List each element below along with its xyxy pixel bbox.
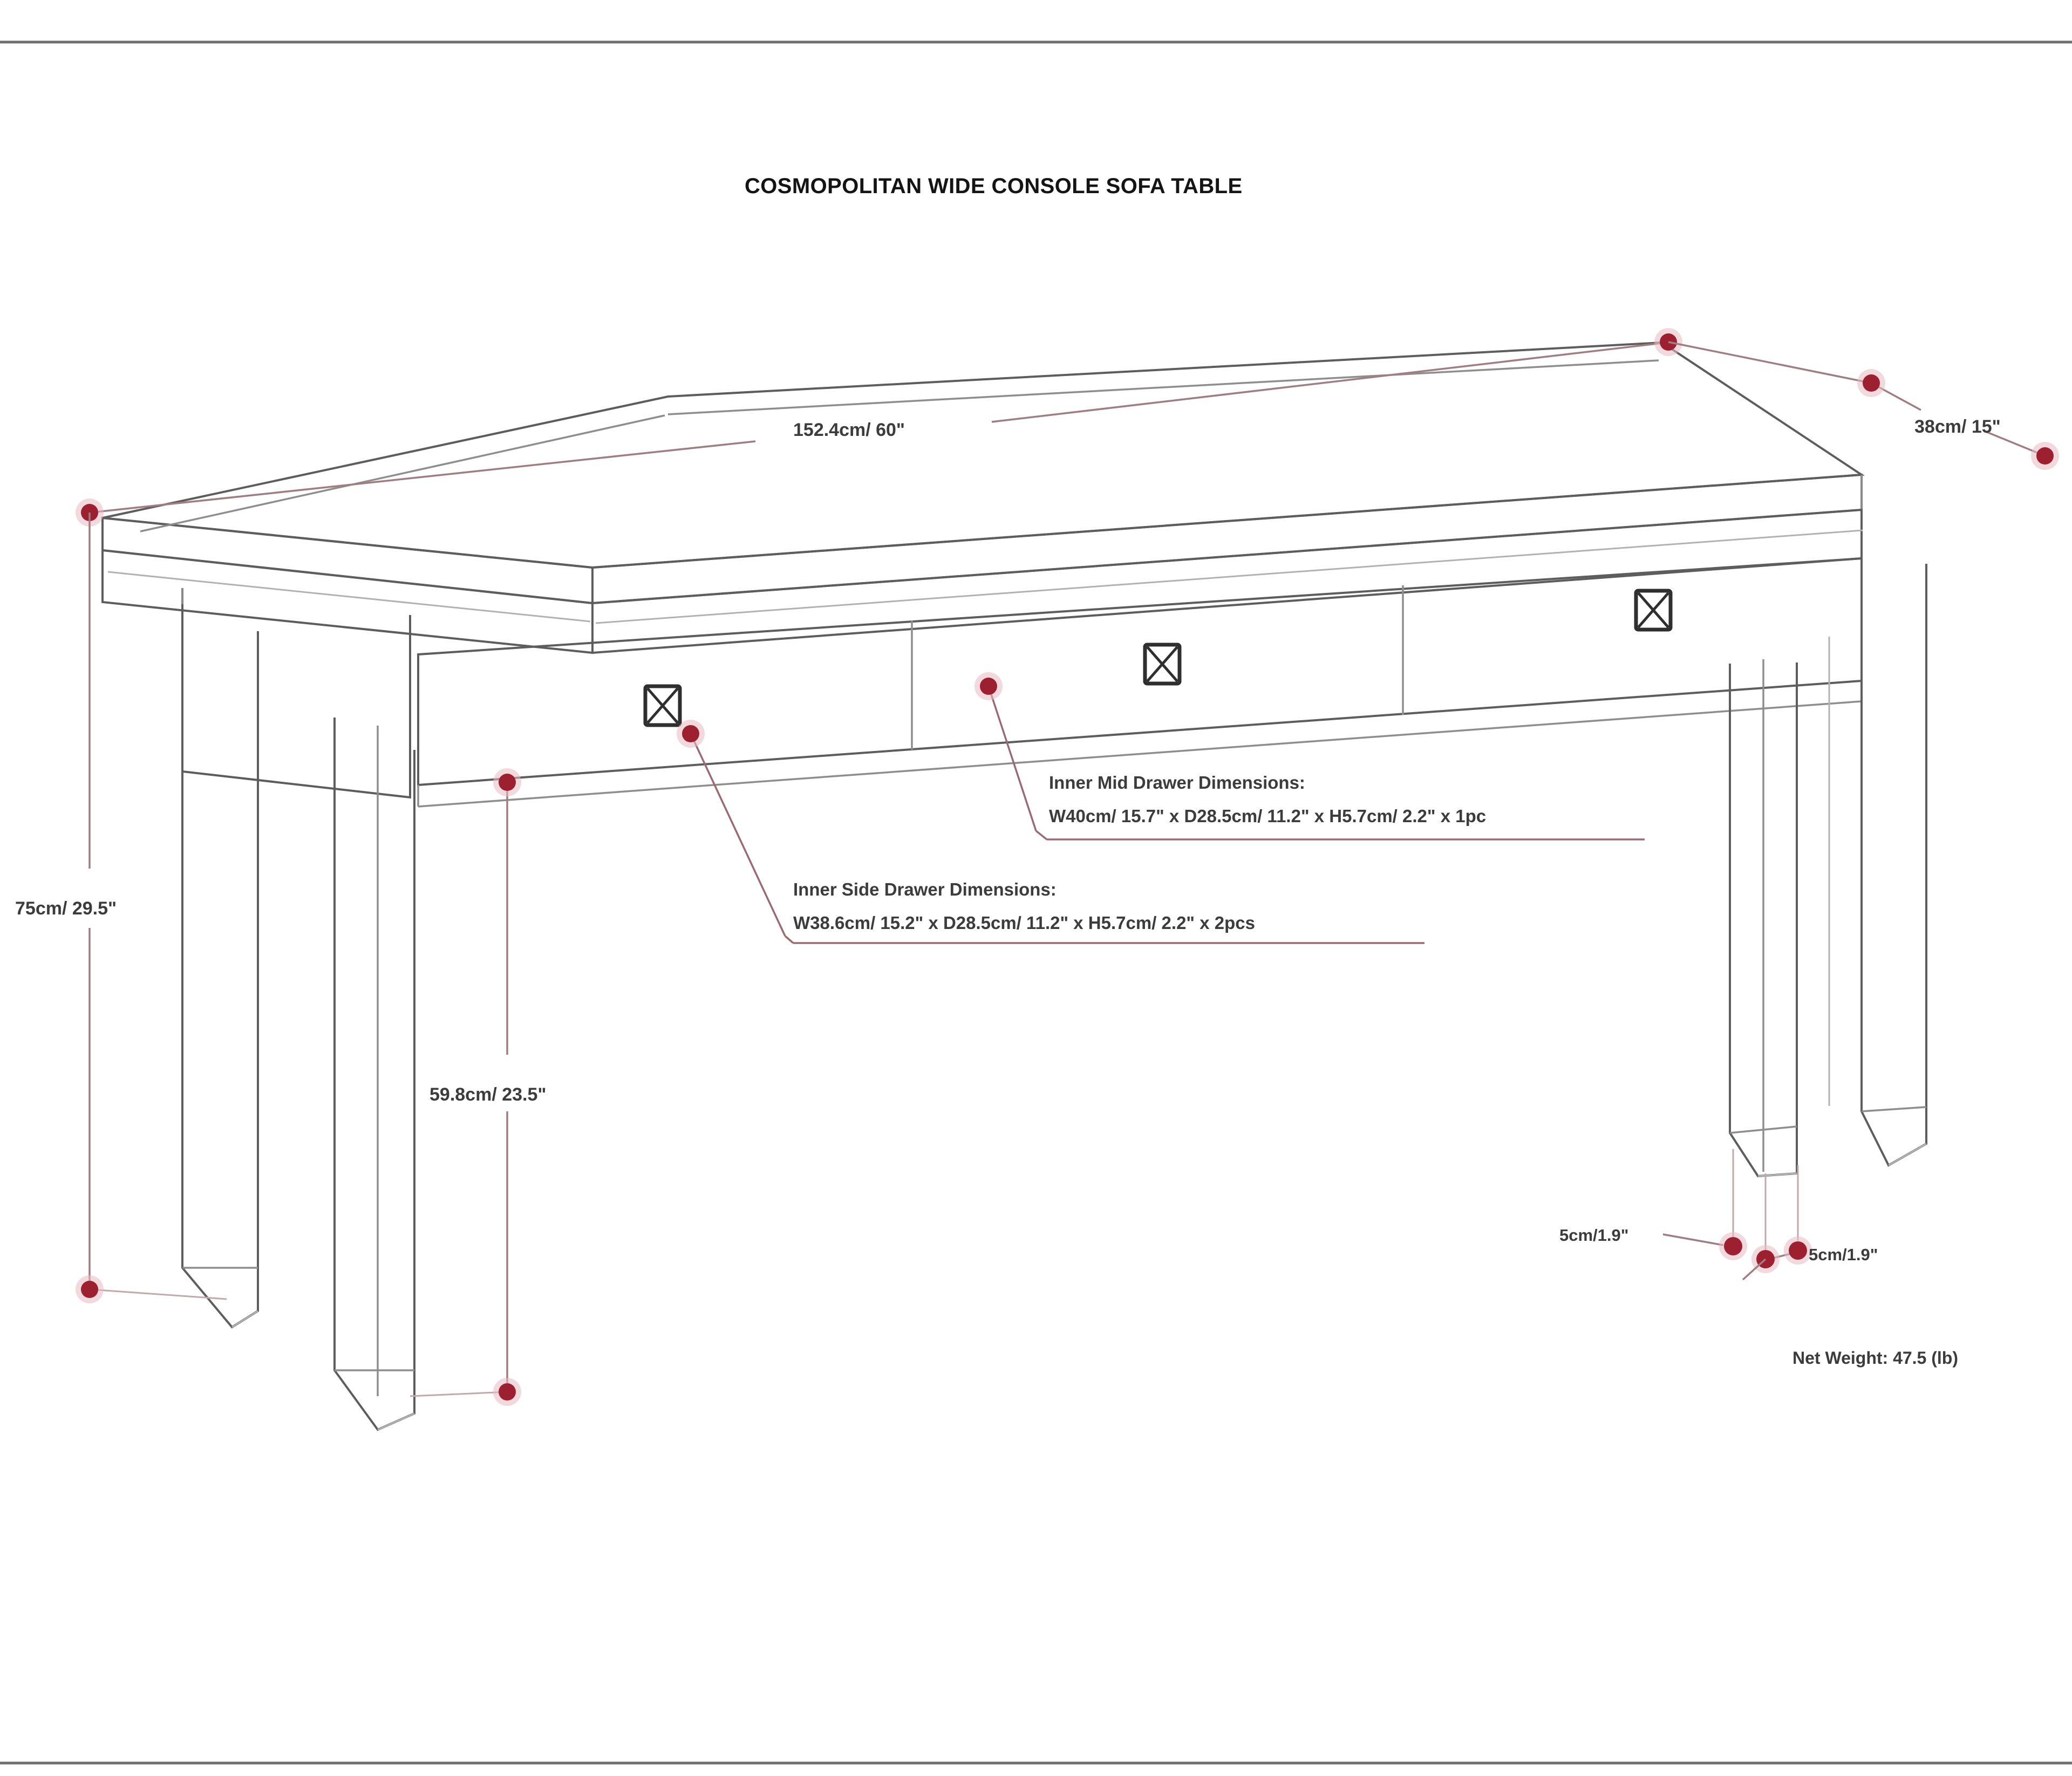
callout-mid-leader-b bbox=[1035, 830, 1048, 841]
dim-leg-width-arrow bbox=[1662, 1233, 1724, 1246]
leg-left-front-foot-taper bbox=[377, 1412, 415, 1431]
callout-side-leader-a bbox=[690, 733, 786, 937]
dim-clearance-marker-top bbox=[499, 774, 516, 791]
handle-cross-stroke-b bbox=[646, 687, 679, 724]
callout-mid-leader-a bbox=[987, 686, 1037, 831]
leg-right-back-foot-rule bbox=[1861, 1106, 1927, 1112]
dim-leg-width-label: 5cm/1.9" bbox=[1559, 1226, 1628, 1245]
drawer-band-bottom-rule bbox=[418, 700, 1862, 808]
table-top-back-scribe-left bbox=[140, 414, 665, 532]
leg-right-back-foot-taper bbox=[1888, 1143, 1927, 1166]
dim-clearance-extension-foot bbox=[410, 1391, 508, 1397]
dimension-height: 75cm/ 29.5" bbox=[15, 513, 227, 1303]
callout-mid-detail: W40cm/ 15.7" x D28.5cm/ 11.2" x H5.7cm/ … bbox=[1049, 806, 1486, 826]
page-title: COSMOPOLITAN WIDE CONSOLE SOFA TABLE bbox=[745, 174, 1243, 198]
callout-mid-drawer: Inner Mid Drawer Dimensions: W40cm/ 15.7… bbox=[974, 672, 1645, 841]
callout-mid-marker bbox=[980, 678, 997, 695]
callout-side-drawer: Inner Side Drawer Dimensions: W38.6cm/ 1… bbox=[677, 720, 1424, 944]
drawer-bank bbox=[417, 557, 1863, 808]
callout-mid-heading: Inner Mid Drawer Dimensions: bbox=[1049, 773, 1305, 793]
leg-left-back-foot-taper bbox=[231, 1310, 258, 1328]
net-weight-label: Net Weight: 47.5 (lb) bbox=[1792, 1348, 1958, 1368]
leg-right-front bbox=[1729, 659, 1798, 1178]
table-top-back-scribe-right bbox=[667, 359, 1659, 415]
dimension-depth: 38cm/ 15" bbox=[1668, 341, 2059, 470]
callout-side-heading: Inner Side Drawer Dimensions: bbox=[793, 879, 1057, 899]
leg-right-back bbox=[1860, 562, 1927, 1167]
dim-height-marker-bottom bbox=[81, 1281, 98, 1298]
dimension-leg-width: 5cm/1.9" bbox=[1559, 1149, 1799, 1260]
dim-height-label: 75cm/ 29.5" bbox=[15, 898, 117, 919]
callout-side-detail: W38.6cm/ 15.2" x D28.5cm/ 11.2" x H5.7cm… bbox=[793, 913, 1255, 933]
dimension-clearance: 59.8cm/ 23.5" bbox=[410, 768, 547, 1406]
drawer-front-band bbox=[417, 557, 1863, 787]
dim-width-line-right bbox=[991, 341, 1667, 423]
dim-width-label: 152.4cm/ 60" bbox=[793, 420, 905, 440]
dim-leg-depth-marker-b bbox=[1789, 1241, 1807, 1260]
leg-left-back bbox=[181, 604, 259, 1329]
drawer-handle-mid[interactable] bbox=[1143, 643, 1182, 686]
dimension-leg-depth: 5cm/1.9" bbox=[1742, 1237, 1878, 1281]
leg-left-front bbox=[333, 718, 415, 1431]
dim-height-extension-foot bbox=[89, 1288, 227, 1300]
callout-side-leader-b bbox=[784, 935, 794, 944]
callout-side-marker bbox=[682, 725, 699, 742]
leg-right-front-foot-taper bbox=[1757, 1172, 1797, 1177]
dim-leg-depth-tail bbox=[1742, 1258, 1767, 1281]
dim-clearance-marker-bottom bbox=[499, 1383, 516, 1401]
apron-upper-scribe bbox=[595, 529, 1863, 624]
console-table-drawing bbox=[101, 341, 1927, 1431]
handle-cross-stroke-b bbox=[1146, 646, 1178, 682]
apron-left-face bbox=[101, 549, 594, 654]
dim-leg-depth-label: 5cm/1.9" bbox=[1809, 1245, 1878, 1264]
dim-depth-label: 38cm/ 15" bbox=[1914, 416, 2001, 437]
dim-leg-width-marker bbox=[1724, 1237, 1742, 1255]
drawer-handle-left[interactable] bbox=[643, 684, 682, 727]
dim-clearance-label: 59.8cm/ 23.5" bbox=[430, 1084, 547, 1105]
dim-depth-marker-a bbox=[1863, 374, 1880, 392]
drawer-handle-right[interactable] bbox=[1634, 589, 1673, 632]
dim-width-line-left bbox=[90, 440, 756, 514]
dim-depth-extension-a bbox=[1668, 341, 1872, 384]
handle-cross-stroke-b bbox=[1637, 592, 1669, 629]
apron-left-scribe bbox=[107, 571, 591, 623]
dim-depth-marker-b bbox=[2036, 447, 2054, 465]
